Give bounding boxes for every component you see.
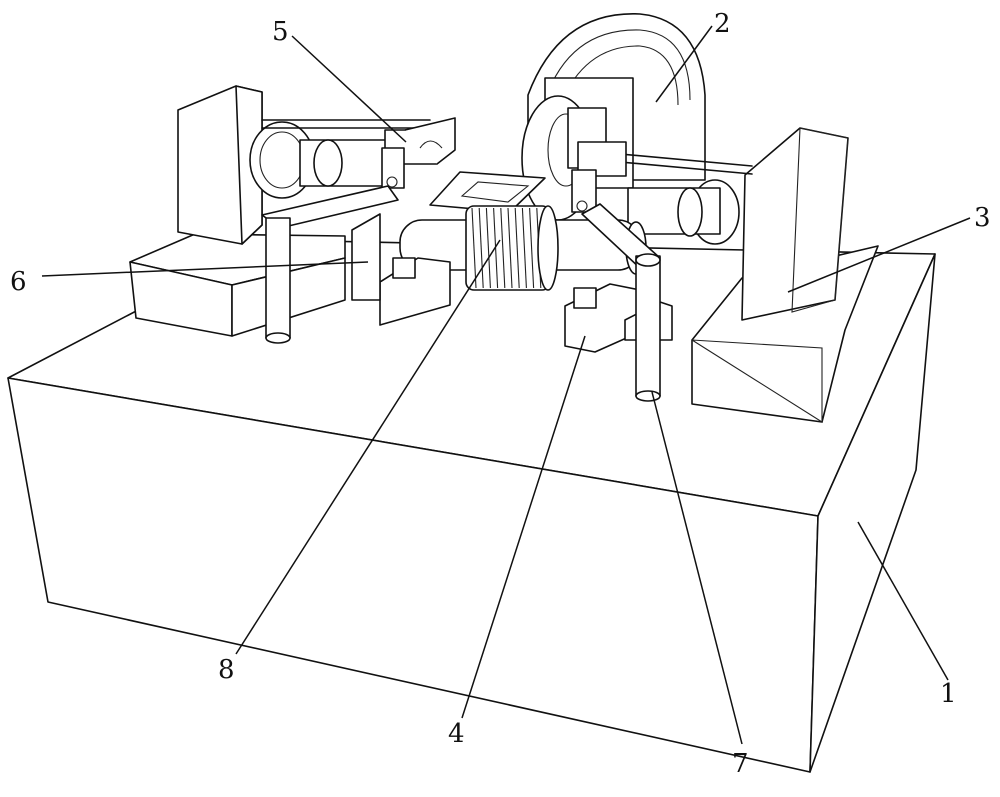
right-motor-housing <box>597 127 879 423</box>
callout-6: 6 <box>10 267 27 297</box>
left-nozzle-pipe <box>261 185 399 344</box>
right-nozzle-end <box>635 390 661 402</box>
base-right-face <box>809 253 936 773</box>
leader-line-7 <box>651 391 743 745</box>
right-probe-assembly <box>571 141 627 213</box>
left-spindle-collar <box>313 139 343 187</box>
callout-3: 3 <box>974 203 991 233</box>
leader-line-3 <box>787 217 971 293</box>
right-pedestal-edge <box>691 339 823 423</box>
right-nozzle-column <box>635 255 661 397</box>
left-support-post <box>351 213 381 301</box>
left-nozzle-column <box>265 217 291 339</box>
gear-tooth <box>521 207 527 289</box>
right-support-sensor <box>573 287 597 309</box>
right-nozzle-top <box>635 253 661 267</box>
center-frame-opening <box>460 181 530 203</box>
gear-tooth <box>500 207 506 289</box>
leader-line-4 <box>461 335 586 719</box>
leader-line-2 <box>655 25 713 103</box>
right-housing-front <box>741 127 849 321</box>
callout-1: 1 <box>940 679 957 709</box>
right-spindle-collar <box>677 187 703 237</box>
leader-line-1 <box>857 521 949 681</box>
leader-lines <box>41 25 971 745</box>
right-nozzle-pipe <box>581 203 661 402</box>
callout-7: 7 <box>732 749 749 779</box>
callout-2: 2 <box>714 9 731 39</box>
center-assembly <box>351 171 673 353</box>
left-nozzle-end <box>265 332 291 344</box>
gear-tooth <box>514 207 520 289</box>
gear-tooth <box>529 207 535 289</box>
left-probe-head <box>381 147 405 189</box>
gear-tooth <box>478 207 484 289</box>
leader-line-5 <box>291 35 407 143</box>
wheel-guard-ring-2 <box>559 45 679 106</box>
gear-tooth <box>507 207 513 289</box>
gear-tooth <box>485 207 491 289</box>
right-probe-tip <box>576 200 588 212</box>
right-probe-head <box>571 169 597 213</box>
left-housing-side <box>235 85 263 245</box>
callout-labels: 1 2 3 4 5 6 7 8 <box>10 9 991 779</box>
leader-line-8 <box>235 239 501 655</box>
left-support-sensor <box>392 257 416 279</box>
right-spindle <box>627 187 721 235</box>
left-probe-tip <box>386 176 398 188</box>
callout-5: 5 <box>272 17 289 47</box>
gear-end-face <box>537 205 559 291</box>
wheel-guard-ring-1 <box>544 29 691 101</box>
right-housing-side <box>791 127 849 313</box>
callout-4: 4 <box>448 719 465 749</box>
gear-tooth <box>471 207 477 289</box>
left-probe-clamp <box>419 140 443 149</box>
left-probe-assembly <box>381 117 456 189</box>
left-motor-housing <box>129 85 431 337</box>
leader-line-6 <box>41 261 369 277</box>
callout-8: 8 <box>218 655 235 685</box>
gear-workpiece <box>465 205 559 291</box>
